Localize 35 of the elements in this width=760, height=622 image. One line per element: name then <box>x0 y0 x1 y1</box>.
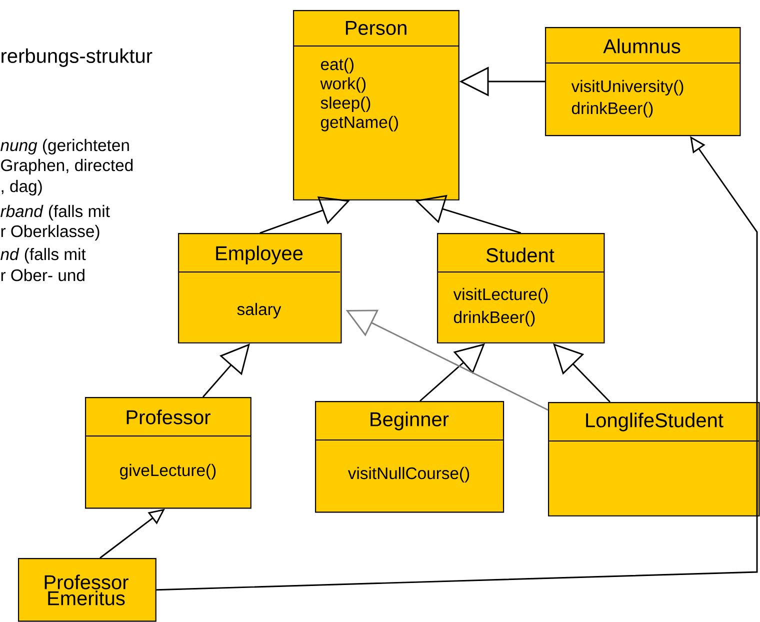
text-line: r Ober- und <box>1 268 84 282</box>
class-box <box>545 27 741 136</box>
class-box <box>315 401 504 513</box>
member-text: getName() <box>320 116 398 132</box>
class-name: LonglifeStudent <box>586 412 724 432</box>
member-text: visitUniversity() <box>571 80 684 96</box>
member-text: drinkBeer() <box>572 102 653 118</box>
class-box <box>293 10 460 200</box>
text-line: nung (gerichteten <box>0 138 129 154</box>
member-text: sleep() <box>320 96 370 112</box>
member-text: visitLecture() <box>453 288 548 304</box>
class-box <box>437 233 605 344</box>
text-line: , dag) <box>2 180 42 196</box>
text-line: rband (falls mit <box>0 204 110 220</box>
member-text: giveLecture() <box>120 464 216 480</box>
text-line: Graphen, directed <box>1 158 133 174</box>
class-box <box>18 558 156 622</box>
class-name: Beginner <box>370 412 449 430</box>
class-name: Employee <box>216 246 303 264</box>
class-name: Student <box>486 248 554 262</box>
member-text: work() <box>320 77 366 93</box>
text-line: r Oberklasse) <box>1 224 100 240</box>
class-name: Professor <box>126 410 210 424</box>
member-text: salary <box>237 302 282 318</box>
member-text: drinkBeer() <box>454 310 535 326</box>
class-box <box>85 397 252 509</box>
class-name: Alumnus <box>603 38 680 54</box>
member-text: visitNullCourse() <box>348 466 470 482</box>
class-box <box>178 233 342 344</box>
text-line: nd (falls mit <box>0 248 86 264</box>
class-name: Person <box>346 21 406 35</box>
member-text: eat() <box>320 58 354 74</box>
class-box <box>548 402 760 516</box>
text-line: rerbungs-struktur <box>2 48 152 67</box>
class-name: Professor Emeritus <box>44 574 128 606</box>
